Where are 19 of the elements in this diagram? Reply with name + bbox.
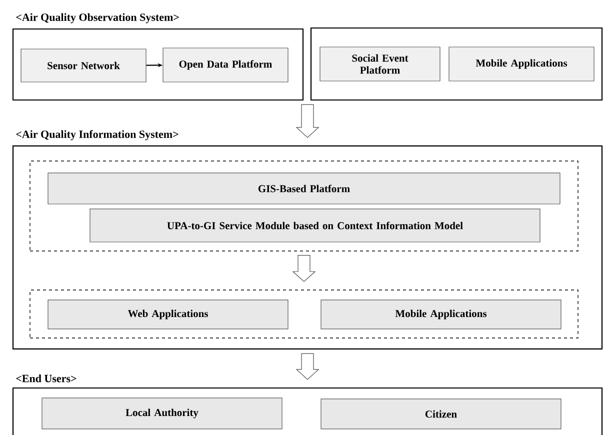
- component-box: UPA-to-GI Service Module based on Context Information Model: [90, 208, 540, 242]
- component-box: Citizen: [320, 398, 562, 430]
- component-box: Mobile Applications: [320, 300, 562, 330]
- section-heading: <Air Quality Information System>: [16, 130, 178, 140]
- component-box: Mobile Applications: [448, 46, 594, 82]
- dashed-group-box: [30, 160, 578, 252]
- hollow-arrow: [292, 255, 316, 282]
- section-heading: <End Users>: [16, 374, 76, 382]
- component-box: Web Applications: [48, 300, 288, 330]
- section-heading: <Air Quality Observation System>: [16, 13, 179, 24]
- hollow-arrow: [296, 104, 320, 138]
- component-box: Local Authority: [42, 398, 282, 430]
- component-box: Open Data Platform: [162, 48, 288, 82]
- component-box: Sensor Network: [20, 48, 146, 82]
- hollow-arrow: [296, 353, 320, 380]
- dashed-group-box: [30, 290, 578, 338]
- component-box: GIS-Based Platform: [48, 172, 560, 204]
- system-panel: [310, 27, 603, 101]
- component-box: Social Event Platform: [320, 46, 440, 82]
